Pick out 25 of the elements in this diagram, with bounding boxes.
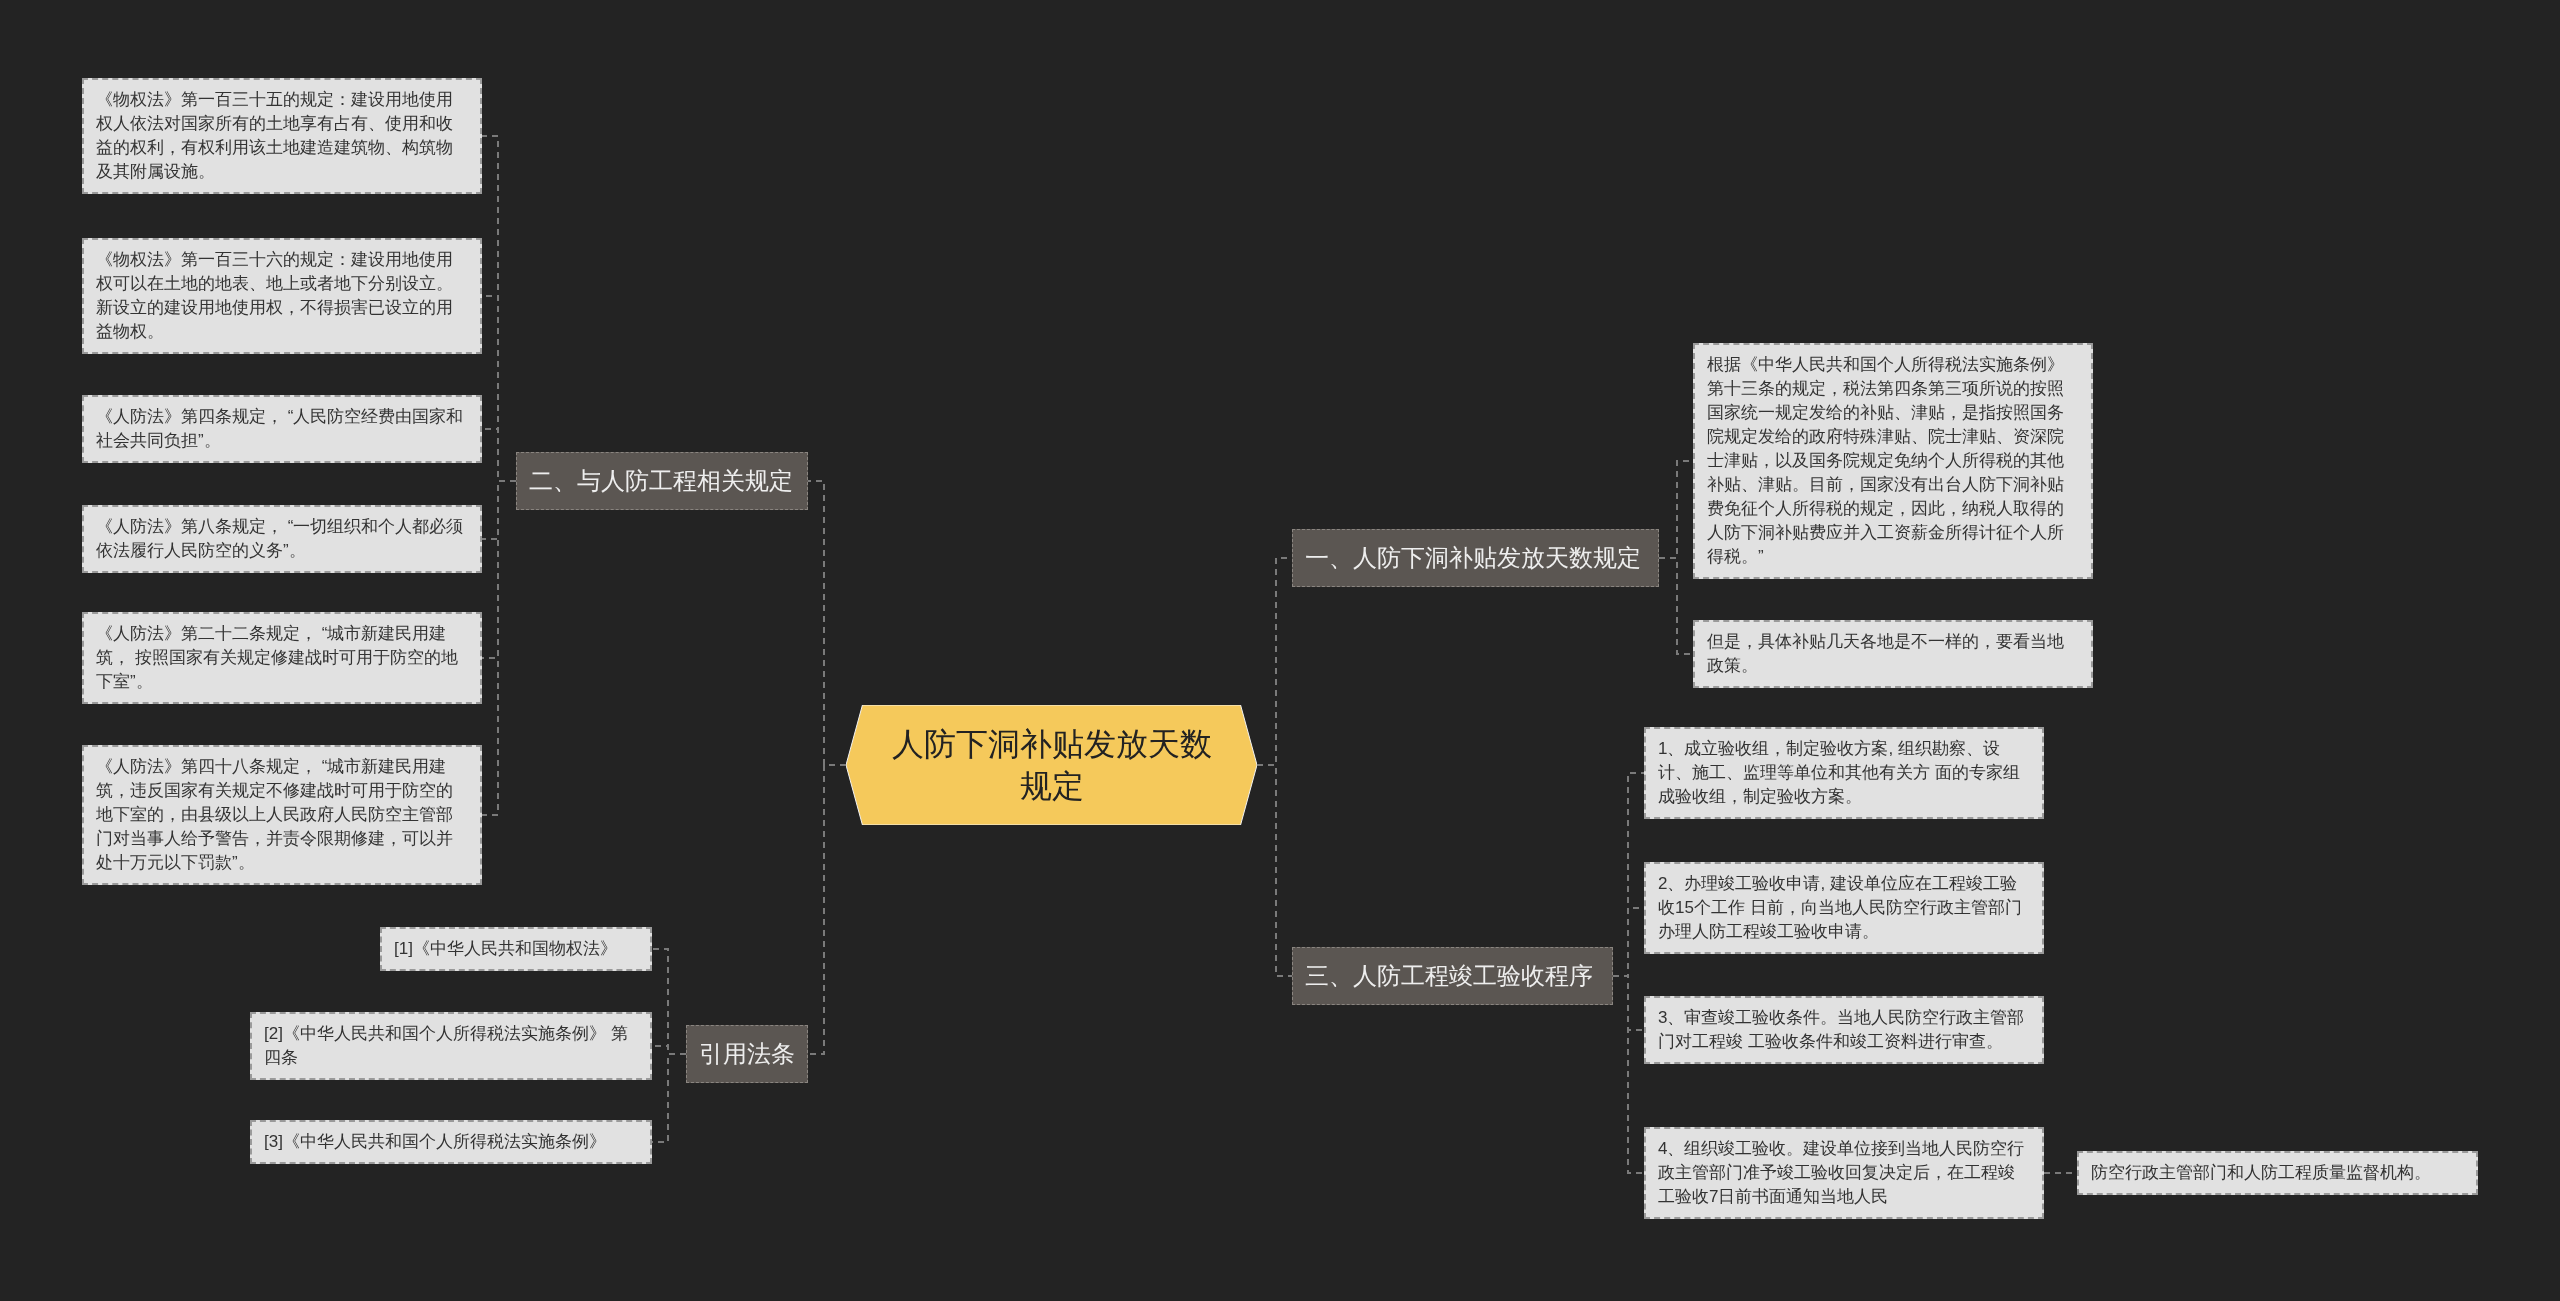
note-box: 《物权法》第一百三十六的规定：建设用地使用权可以在土地的地表、地上或者地下分别设立。新设立的建设用地使用权，不得损害已设立的用益物权。 xyxy=(82,238,482,354)
note-box: 1、成立验收组，制定验收方案, 组织勘察、设计、施工、监理等单位和其他有关方 面的专家组成验收组，制定验收方案。 xyxy=(1644,727,2044,819)
note-box: 3、审查竣工验收条件。当地人民防空行政主管部门对工程竣 工验收条件和竣工资料进行审查。 xyxy=(1644,996,2044,1064)
branch-topic-box: 引用法条 xyxy=(686,1025,808,1083)
branch-topic-box: 三、人防工程竣工验收程序 xyxy=(1292,947,1613,1005)
connector-line xyxy=(481,480,517,816)
note-box: 《物权法》第一百三十五的规定：建设用地使用权人依法对国家所有的土地享有占有、使用和收益的权利，有权利用该土地建造建筑物、构筑物及其附属设施。 xyxy=(82,78,482,194)
note-box: [3]《中华人民共和国个人所得税法实施条例》 xyxy=(250,1120,652,1164)
branch-topic-box: 一、人防下洞补贴发放天数规定 xyxy=(1292,529,1659,587)
note-box: 根据《中华人民共和国个人所得税法实施条例》第十三条的规定，税法第四条第三项所说的按照国家统一规定发给的补贴、津贴，是指按照国务院规定发给的政府特殊津贴、院士津贴、资深院士津贴，以及国务院规定免纳个人所得税的其他补贴、津贴。目前，国家没有出台人防下洞补贴费免征个人所得税的规定，因此，纳税人取得的人防下洞补贴费应并入工资薪金所得计征个人所得税。” xyxy=(1693,343,2093,579)
note-box: 《人防法》第八条规定， “一切组织和个人都必须依法履行人民防空的义务”。 xyxy=(82,505,482,573)
connector-line xyxy=(1612,975,1645,1174)
note-box: 2、办理竣工验收申请, 建设单位应在工程竣工验收15个工作 日前，向当地人民防空行政主管部门办理人防工程竣工验收申请。 xyxy=(1644,862,2044,954)
central-topic-hexagon: 人防下洞补贴发放天数规定 xyxy=(846,705,1257,825)
note-box: [1]《中华人民共和国物权法》 xyxy=(380,927,652,971)
note-box: 《人防法》第四条规定， “人民防空经费由国家和社会共同负担”。 xyxy=(82,395,482,463)
note-box: 4、组织竣工验收。建设单位接到当地人民防空行政主管部门准予竣工验收回复决定后，在工程竣工验收7日前书面通知当地人民 xyxy=(1644,1127,2044,1219)
connector-line xyxy=(807,764,847,1055)
note-box: 《人防法》第四十八条规定， “城市新建民用建筑，违反国家有关规定不修建战时可用于防空的地下室的，由县级以上人民政府人民防空主管部门对当事人给予警告，并责令限期修建，可以并处十万元以下罚款”。 xyxy=(82,745,482,885)
connector-line xyxy=(1256,764,1293,977)
note-box: 《人防法》第二十二条规定， “城市新建民用建筑， 按照国家有关规定修建战时可用于防空的地下室”。 xyxy=(82,612,482,704)
note-box: 防空行政主管部门和人防工程质量监督机构。 xyxy=(2077,1151,2478,1195)
branch-topic-box: 二、与人防工程相关规定 xyxy=(516,452,808,510)
note-box: [2]《中华人民共和国个人所得税法实施条例》 第四条 xyxy=(250,1012,652,1080)
note-box: 但是，具体补贴几天各地是不一样的，要看当地政策。 xyxy=(1693,620,2093,688)
